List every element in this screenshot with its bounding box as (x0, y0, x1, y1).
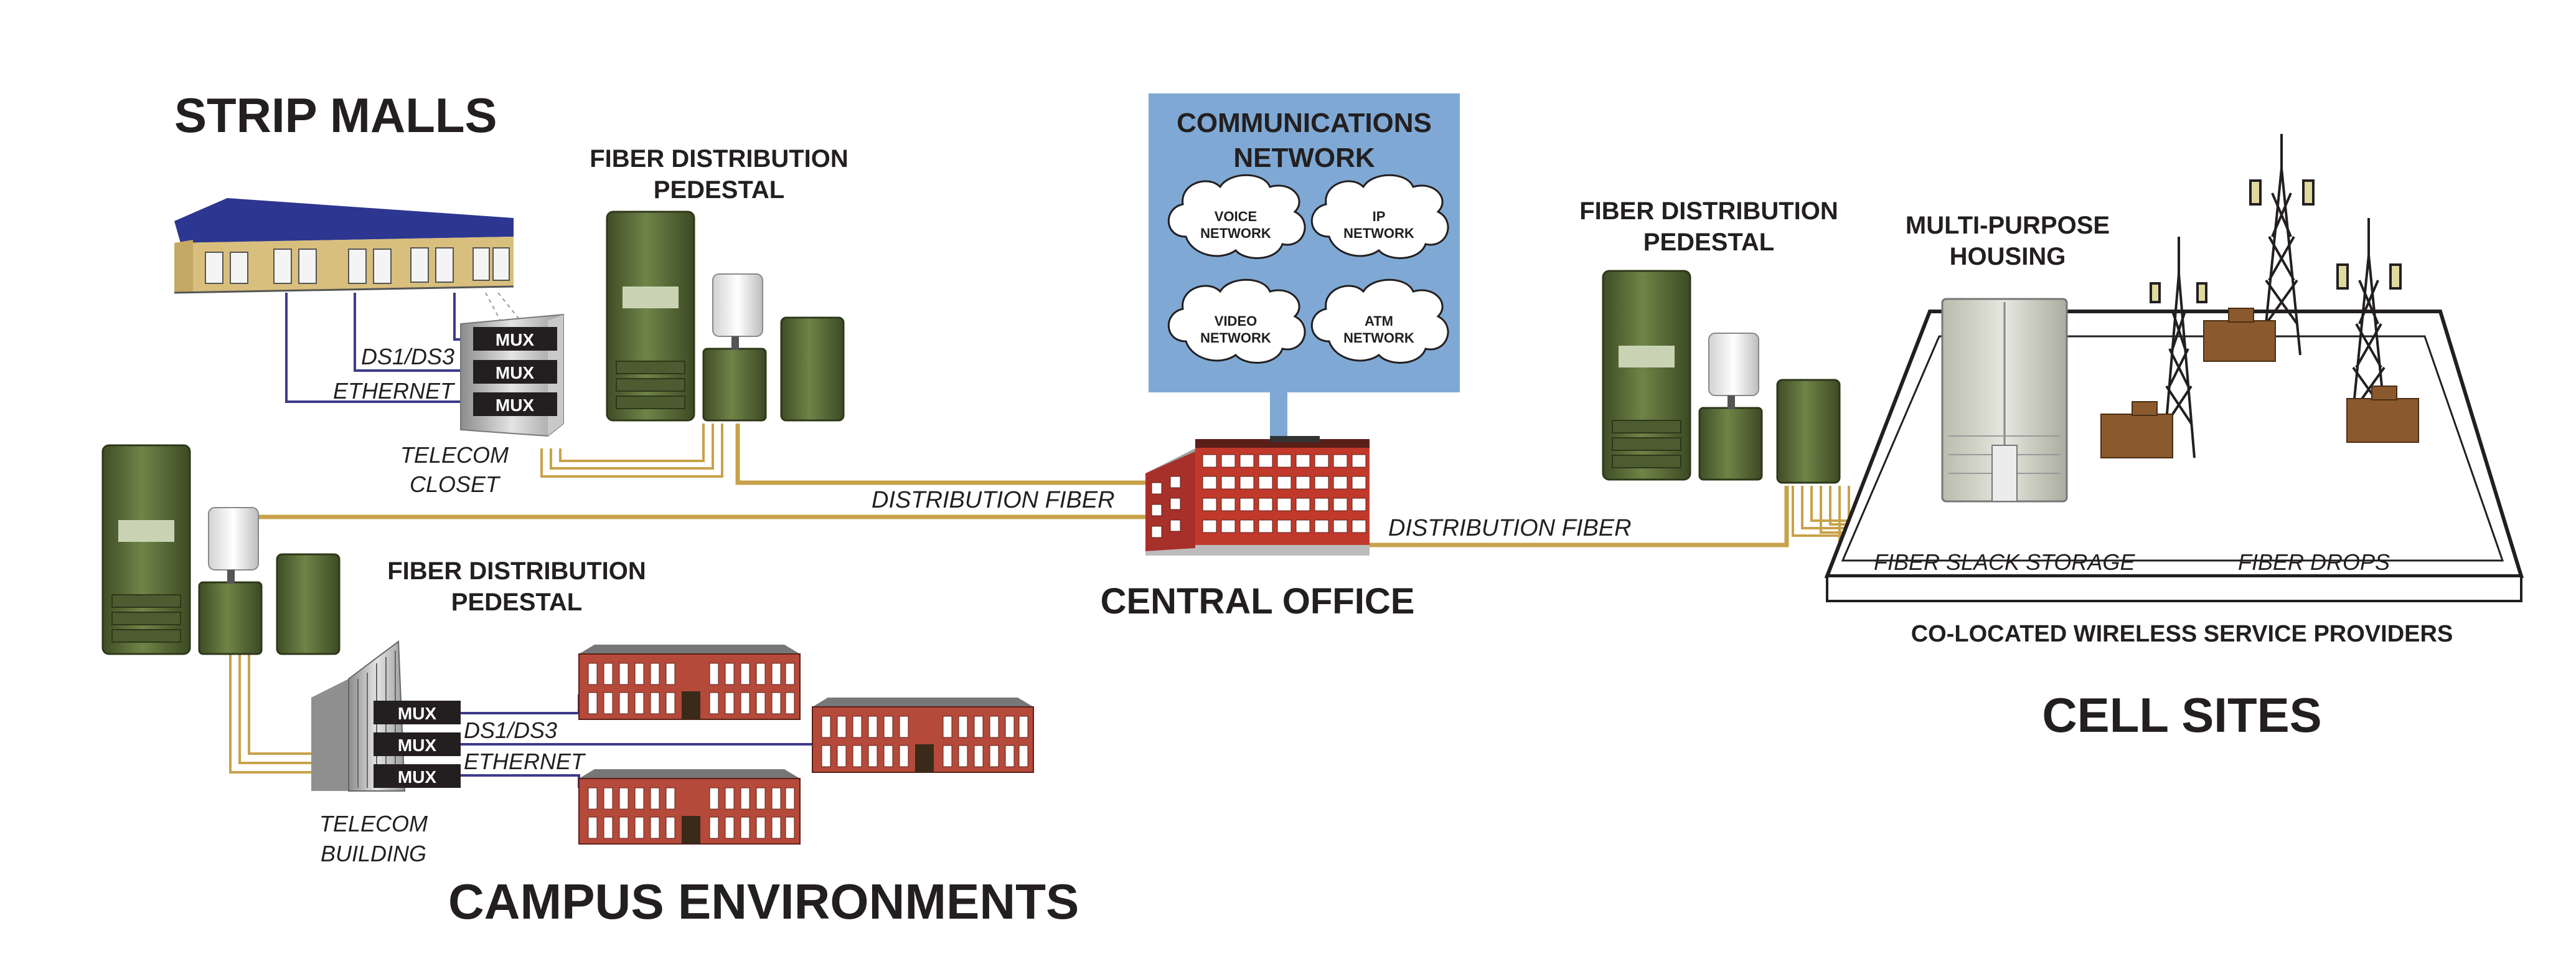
fiber-distribution-pedestal-cell (1602, 270, 1841, 484)
cloud-label-line2: NETWORK (1200, 225, 1271, 241)
cloud-label-line1: VOICE (1215, 209, 1257, 224)
telecom-building-label-line2: BUILDING (321, 841, 426, 866)
telecom-closet-label-line2: CLOSET (410, 471, 501, 497)
equipment-shelters (2100, 308, 2419, 458)
mux-box (473, 327, 557, 351)
region-title-campus-environments: CAMPUS ENVIRONMENTS (448, 874, 1079, 929)
distribution-fiber-label-left: DISTRIBUTION FIBER (872, 487, 1115, 513)
distribution-fiber-label-right: DISTRIBUTION FIBER (1388, 515, 1632, 541)
cloud-label-line2: NETWORK (1200, 330, 1271, 346)
ip-network-cloud: IP NETWORK (1310, 174, 1449, 259)
voice-network-cloud: VOICE NETWORK (1167, 174, 1306, 259)
distribution-fiber-strip (735, 424, 1145, 485)
mux-label: MUX (496, 363, 535, 382)
mux-label: MUX (398, 704, 437, 723)
fiber-drops-label: FIBER DROPS (2238, 549, 2390, 575)
multi-purpose-housing (1941, 298, 2068, 503)
mux-box (473, 360, 557, 384)
ds1-ds3-label-strip: DS1/DS3 (361, 344, 454, 369)
cell-tower (2249, 134, 2315, 356)
mux-box (374, 701, 461, 724)
mux-box (374, 764, 461, 788)
fiber-lines (255, 424, 1789, 547)
mux-label: MUX (398, 767, 437, 787)
mux-box (473, 392, 557, 416)
mux-label: MUX (496, 330, 535, 349)
network-title-line2: NETWORK (1233, 143, 1375, 173)
strip-mall-building (174, 198, 514, 294)
cloud-label-line1: IP (1373, 209, 1386, 224)
atm-network-cloud: ATM NETWORK (1310, 278, 1449, 364)
mux-label: MUX (496, 395, 535, 415)
video-network-cloud: VIDEO NETWORK (1167, 278, 1306, 364)
cloud-label-line1: VIDEO (1215, 313, 1257, 329)
distribution-fiber-cell (1370, 486, 1789, 547)
fdp-label-campus-line2: PEDESTAL (451, 589, 582, 616)
cell-tower (2150, 237, 2207, 458)
region-title-strip-malls: STRIP MALLS (174, 88, 497, 143)
fdp-label-cell-line2: PEDESTAL (1643, 229, 1774, 256)
campus-mux-stack: MUX MUX MUX (374, 701, 461, 788)
region-title-cell-sites: CELL SITES (2042, 688, 2321, 742)
central-office-building (1145, 436, 1370, 556)
fiber-slack-storage-label: FIBER SLACK STORAGE (1874, 549, 2135, 575)
campus-building-right (812, 698, 1034, 773)
fdp-label-strip-line2: PEDESTAL (654, 176, 784, 204)
cloud-label-line2: NETWORK (1343, 330, 1414, 346)
fdp-label-cell-line1: FIBER DISTRIBUTION (1579, 197, 1838, 225)
telecom-building-label-line1: TELECOM (319, 811, 428, 836)
telecom-closet-label-line1: TELECOM (400, 442, 509, 468)
mux-label: MUX (398, 736, 437, 755)
ethernet-label-strip: ETHERNET (333, 378, 456, 404)
mux-box (374, 732, 461, 756)
fiber-distribution-pedestal-campus (101, 444, 341, 655)
campus-building-top (578, 645, 801, 720)
mph-label-line2: HOUSING (1950, 243, 2066, 270)
strip-mux-stack: MUX MUX MUX (473, 327, 557, 416)
network-title-line1: COMMUNICATIONS (1177, 108, 1432, 138)
fdp-label-campus-line1: FIBER DISTRIBUTION (387, 557, 646, 585)
cloud-label-line1: ATM (1365, 313, 1393, 329)
ds1-ds3-label-campus: DS1/DS3 (464, 717, 557, 743)
fiber-distribution-pedestal-strip (606, 211, 845, 422)
communications-network: COMMUNICATIONS NETWORK VOICE NETWORK IP … (1149, 93, 1460, 445)
mph-label-line1: MULTI-PURPOSE (1906, 212, 2110, 239)
ethernet-label-campus: ETHERNET (464, 749, 586, 774)
campus-building-bottom (578, 769, 801, 845)
co-located-providers-label: CO-LOCATED WIRELESS SERVICE PROVIDERS (1911, 621, 2453, 647)
closet-callout-lines (485, 292, 536, 340)
region-title-central-office: CENTRAL OFFICE (1101, 581, 1415, 622)
fdp-label-strip-line1: FIBER DISTRIBUTION (590, 145, 848, 173)
cloud-label-line2: NETWORK (1343, 225, 1414, 241)
cell-tower (2336, 218, 2402, 443)
